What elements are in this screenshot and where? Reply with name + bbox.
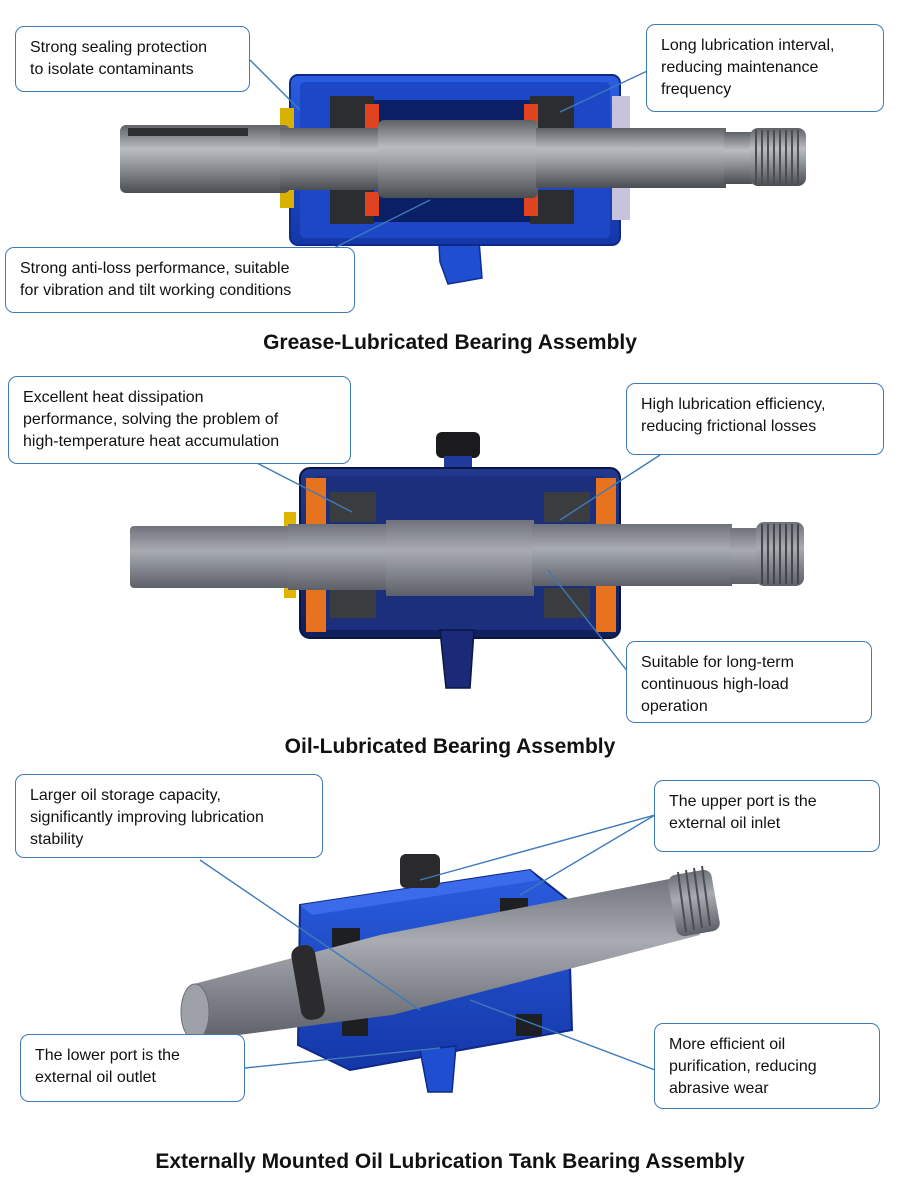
caption-grease-assembly: Grease-Lubricated Bearing Assembly — [263, 331, 637, 354]
callout-long-term-high-load: Suitable for long-term continuous high-l… — [626, 641, 872, 723]
grease-bearing-assembly — [120, 59, 806, 285]
callout-oil-purification: More efficient oil purification, reducin… — [654, 1023, 880, 1109]
oil-bearing-assembly — [130, 432, 804, 689]
callout-lower-port-outlet: The lower port is the external oil outle… — [20, 1034, 245, 1102]
callout-long-lubrication-interval: Long lubrication interval, reducing main… — [646, 24, 884, 112]
external-tank-bearing-assembly — [180, 814, 720, 1093]
callout-upper-port-inlet: The upper port is the external oil inlet — [654, 780, 880, 852]
callout-heat-dissipation: Excellent heat dissipation performance, … — [8, 376, 351, 464]
caption-oil-assembly: Oil-Lubricated Bearing Assembly — [284, 735, 616, 758]
callout-anti-loss-performance: Strong anti-loss performance, suitable f… — [5, 247, 355, 313]
caption-external-tank-assembly: Externally Mounted Oil Lubrication Tank … — [155, 1150, 745, 1173]
callout-lubrication-efficiency: High lubrication efficiency, reducing fr… — [626, 383, 884, 455]
callout-sealing-protection: Strong sealing protection to isolate con… — [15, 26, 250, 92]
callout-oil-storage-capacity: Larger oil storage capacity, significant… — [15, 774, 323, 858]
